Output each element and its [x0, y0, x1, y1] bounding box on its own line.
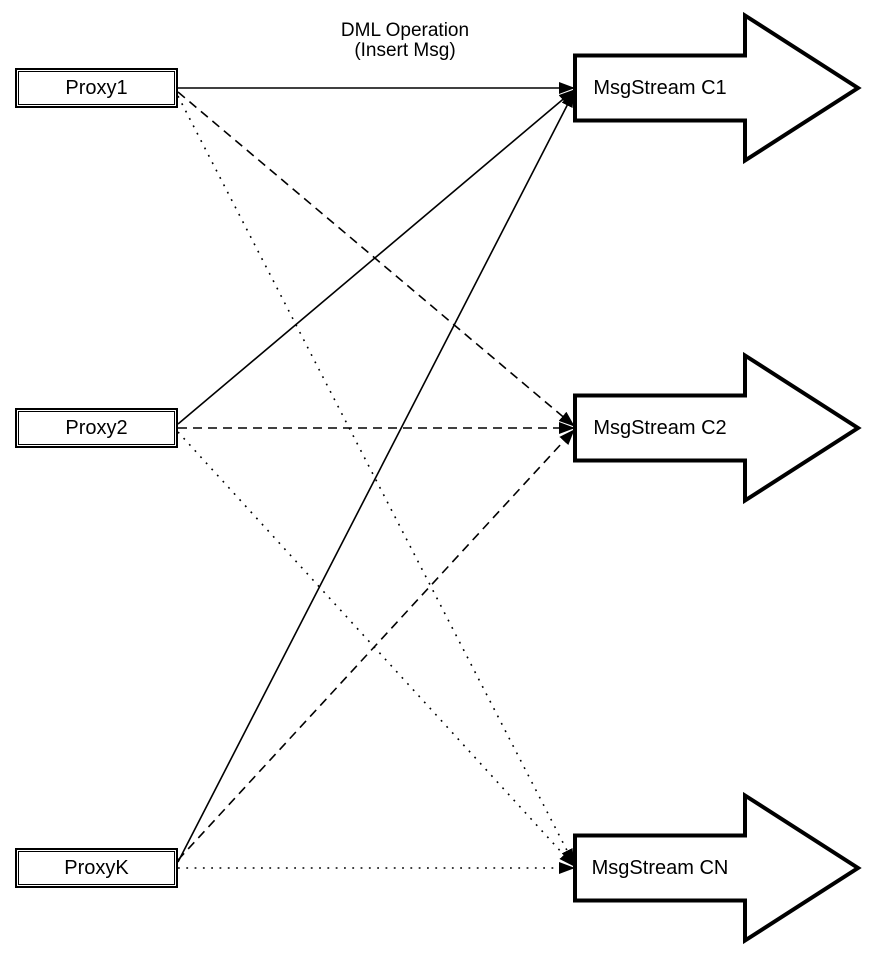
- proxy1-label: Proxy1: [65, 77, 128, 99]
- edge-proxy2-msgstream-cn: [177, 431, 575, 867]
- msgstream-c2-arrow-shape: [573, 351, 862, 505]
- proxy2-label: Proxy2: [65, 417, 128, 439]
- proxy1-node: Proxy1: [15, 68, 178, 108]
- msgstream-cn-arrow-shape: [573, 791, 862, 945]
- edge-proxyk-msgstream-c1: [177, 91, 575, 863]
- edge-proxy1-msgstream-c2: [177, 91, 575, 427]
- edge-proxy1-msgstream-cn: [177, 95, 575, 865]
- msgstream-c1-label: MsgStream C1: [593, 77, 727, 99]
- msgstream-cn-label: MsgStream CN: [591, 857, 729, 879]
- proxy2-node: Proxy2: [15, 408, 178, 448]
- proxyk-node: ProxyK: [15, 848, 178, 888]
- edge-proxyk-msgstream-c2: [177, 429, 575, 861]
- edge-proxy2-msgstream-c1: [177, 89, 575, 425]
- edge-label-dml-operation: DML Operation (Insert Msg): [340, 20, 470, 61]
- msgstream-c1-arrow-shape: [573, 11, 862, 165]
- proxyk-label: ProxyK: [64, 857, 129, 879]
- msgstream-c2-label: MsgStream C2: [593, 417, 727, 439]
